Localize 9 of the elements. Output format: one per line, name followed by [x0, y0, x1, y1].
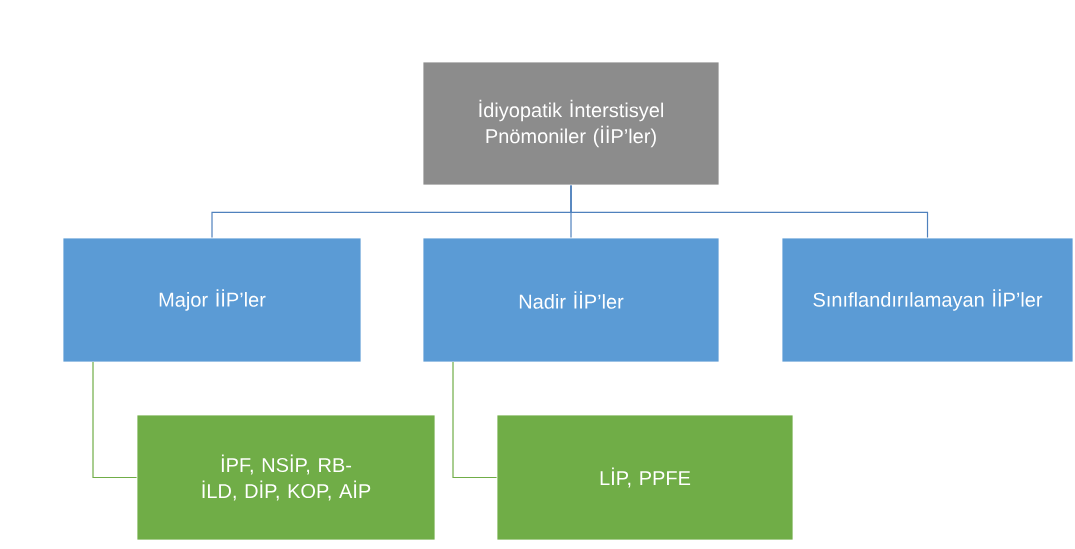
subtype-box: İPF, NSİP, RB-İLD, DİP, KOP, AİP [136, 414, 436, 541]
category-box: Nadir İİP’ler [422, 237, 720, 363]
category-box: Major İİP’ler [62, 237, 362, 363]
connector-line [452, 361, 498, 479]
category-box: İdiyopatik İnterstisyel Pnömoniler (İİP’ler) [422, 61, 720, 186]
connector-line [570, 184, 929, 239]
subtype-box: LİP, PPFE [496, 414, 794, 541]
category-box: Sınıflandırılamayan İİP’ler [781, 237, 1074, 363]
connector-line [92, 361, 138, 479]
